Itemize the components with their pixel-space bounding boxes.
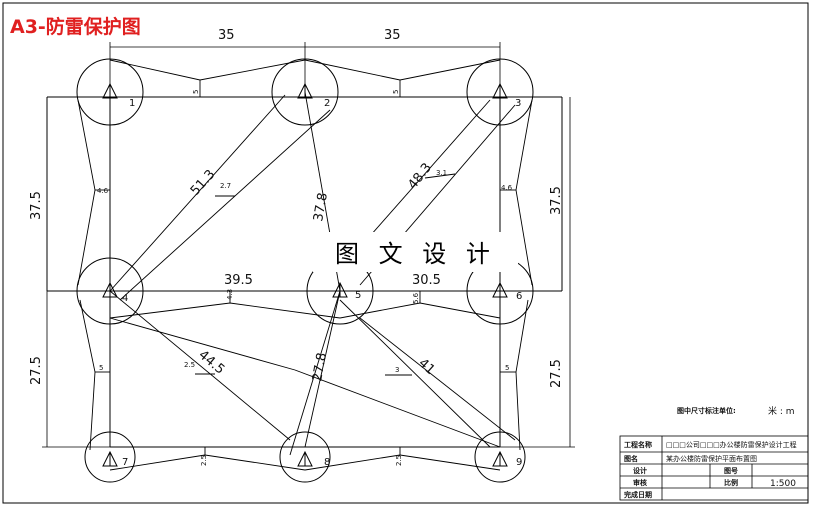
rod-1	[102, 82, 118, 99]
dim-top-left: 35	[218, 28, 235, 43]
dim-diag-1-5: 37.8	[311, 192, 331, 223]
unit-note-value: 米 : m	[768, 405, 795, 417]
zone-label-5-6: 5.6	[412, 292, 420, 304]
tb-drawing-value: 某办公楼防雷保护平面布置图	[666, 454, 757, 463]
title-block	[619, 435, 809, 501]
dimension-texts: 35 35 37.5 27.5 37.5 27.5 39.5 30.5 37.8…	[29, 28, 564, 388]
rod-4	[102, 281, 118, 298]
rod-label-8: 8	[324, 457, 330, 468]
sheet-title: A3-防雷保护图	[10, 15, 141, 38]
tb-check-label: 审核	[633, 478, 647, 487]
zone-width-labels: 5 5 4.6 4.6 2.7 3.1 4.3 5.6 5 5 2.5 3 2.…	[97, 90, 513, 466]
zone-label-6-9: 5	[505, 364, 509, 372]
dim-mid-right: 30.5	[412, 273, 441, 288]
rod-symbols	[102, 82, 508, 467]
zone-label-4-9: 2.5	[184, 361, 195, 369]
watermark-box	[313, 232, 518, 272]
rod-3	[492, 82, 508, 99]
zone-label-4-5: 4.3	[226, 289, 234, 300]
rod-label-9: 9	[516, 457, 522, 468]
rod-labels: 1 2 3 4 5 6 7 8 9	[122, 98, 522, 468]
tb-project-label: 工程名称	[624, 440, 652, 449]
zone-label-2-4: 2.7	[220, 182, 231, 190]
tb-scale-value: 1:500	[770, 479, 796, 489]
rod-9	[492, 450, 508, 467]
dim-diag-3-5: 48.3	[405, 160, 435, 192]
tb-design-label: 设计	[633, 466, 647, 475]
rod-6	[492, 281, 508, 298]
rod-5	[332, 281, 348, 298]
tb-scale-label: 比例	[724, 478, 738, 487]
zone-label-1-2: 5	[192, 90, 200, 94]
sheet-border	[2, 2, 809, 504]
rod-8	[297, 450, 313, 467]
watermark-text: 图 文 设 计	[335, 240, 496, 268]
dim-diag-5-9: 41	[415, 356, 437, 378]
dim-diag-4-9: 44.5	[195, 348, 227, 378]
dim-mid-left: 39.5	[224, 273, 253, 288]
dim-right-lower: 27.5	[549, 359, 564, 388]
dim-right-upper: 37.5	[549, 186, 564, 215]
rod-7	[102, 450, 118, 467]
rod-label-2: 2	[324, 98, 330, 109]
zone-label-3-6: 4.6	[501, 184, 513, 192]
rod-label-4: 4	[122, 293, 128, 304]
zone-label-4-7: 5	[99, 364, 103, 372]
unit-note-label: 图中尺寸标注单位:	[677, 406, 736, 415]
rod-label-7: 7	[122, 457, 128, 468]
zone-label-1-4: 4.6	[97, 187, 109, 195]
tb-date-label: 完成日期	[624, 490, 652, 499]
protection-circles	[76, 58, 534, 483]
rod-label-1: 1	[129, 98, 135, 109]
rod-label-3: 3	[515, 98, 521, 109]
dim-diag-5-8: 27.8	[310, 352, 330, 383]
tb-project-value: □□□公司□□□办公楼防雷保护设计工程	[666, 440, 797, 449]
tb-drawing-label: 图名	[624, 454, 638, 463]
zone-label-7-8: 2.5	[200, 455, 208, 466]
dim-left-upper: 37.5	[29, 191, 44, 220]
dim-diag-2-4: 51.3	[188, 167, 219, 199]
zone-label-8-9: 2.5	[395, 455, 403, 466]
zone-label-2-3: 5	[392, 90, 400, 94]
rod-label-6: 6	[516, 291, 522, 302]
dim-left-lower: 27.5	[29, 356, 44, 385]
dim-top-right: 35	[384, 28, 401, 43]
protection-zone-lines	[77, 59, 533, 471]
rod-label-5: 5	[355, 290, 361, 301]
zone-label-3-5: 3.1	[436, 169, 447, 177]
rod-2	[297, 82, 313, 99]
zone-label-5-9: 3	[395, 366, 399, 374]
tb-drawing-no-label: 图号	[724, 466, 738, 475]
